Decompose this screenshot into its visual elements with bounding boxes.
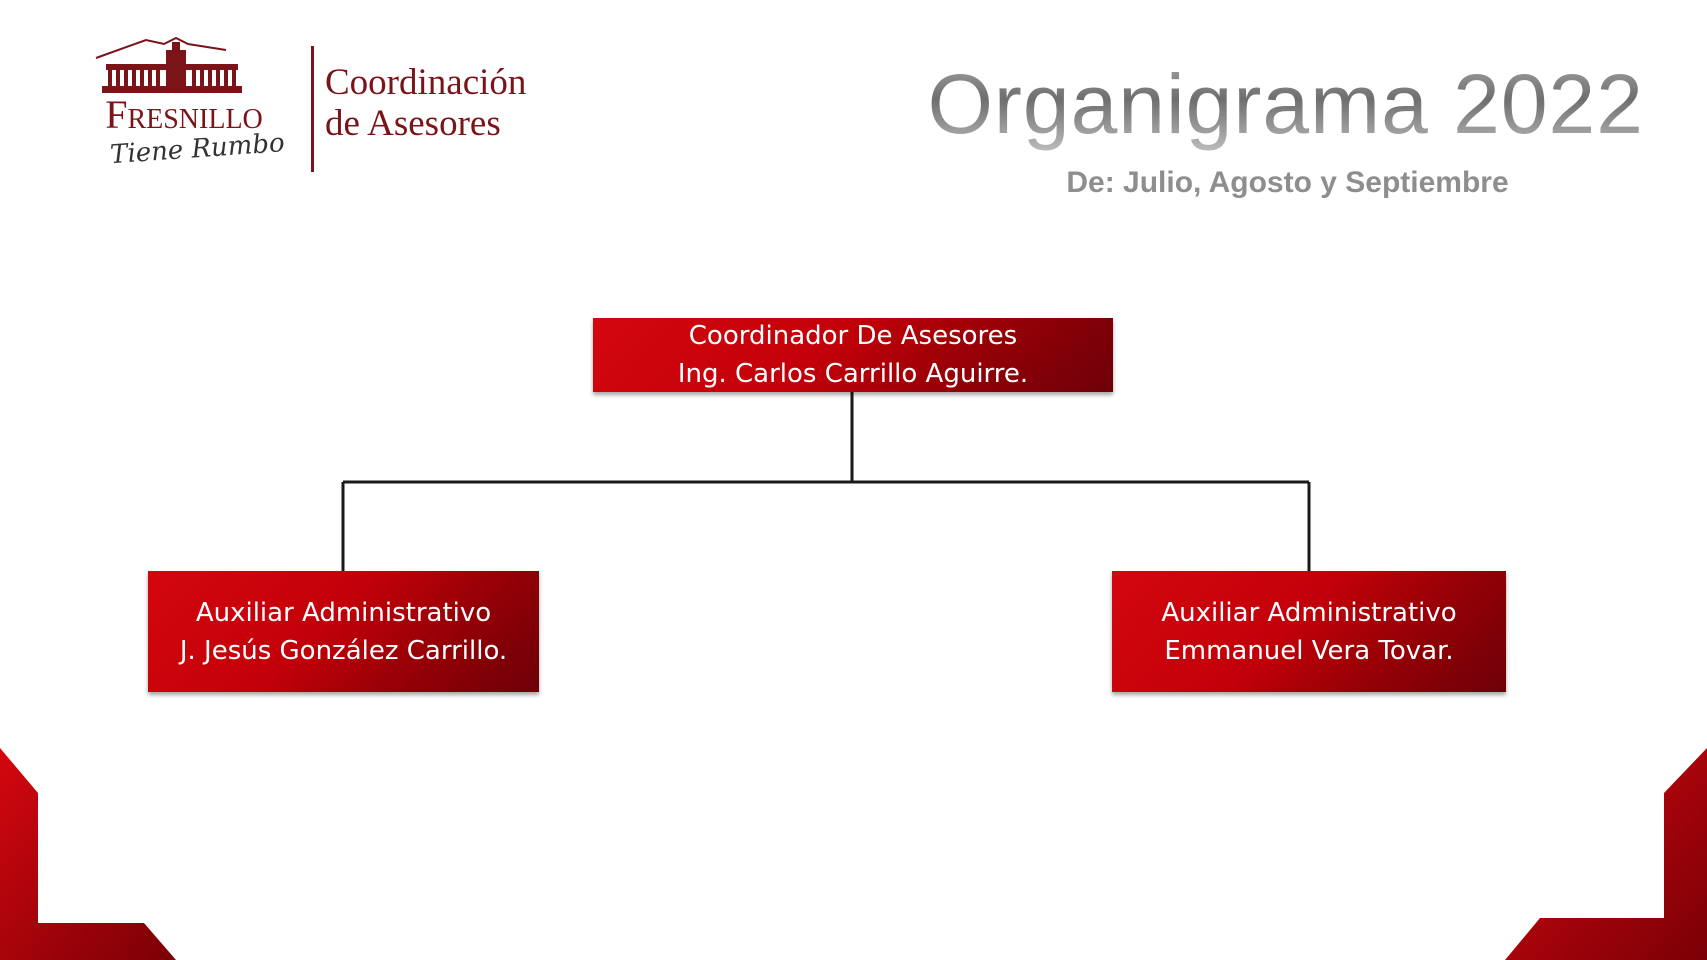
page-subtitle: De: Julio, Agosto y Septiembre [1066, 166, 1509, 199]
corner-right-shape [1505, 748, 1707, 960]
logo-name: Fresnillo [105, 92, 263, 137]
corner-left-shape [0, 748, 176, 960]
page-title: Organigrama 2022 [927, 57, 1644, 151]
node-position: Auxiliar Administrativo [195, 597, 492, 628]
org-node-assistant-2: Auxiliar Administrativo Emmanuel Vera To… [1112, 571, 1506, 692]
fresnillo-logo: Fresnillo Tiene Rumbo [76, 36, 296, 172]
org-node-coordinator: Coordinador De Asesores Ing. Carlos Carr… [593, 318, 1113, 392]
department-line-2: de Asesores [325, 103, 501, 144]
node-position: Coordinador De Asesores [688, 321, 1018, 351]
node-person-name: J. Jesús González Carrillo. [179, 635, 508, 666]
org-node-assistant-1: Auxiliar Administrativo J. Jesús Gonzále… [148, 571, 539, 692]
node-person-name: Ing. Carlos Carrillo Aguirre. [677, 359, 1029, 389]
department-name: Coordinación de Asesores [325, 62, 526, 144]
building-icon [95, 36, 242, 93]
node-person-name: Emmanuel Vera Tovar. [1164, 635, 1454, 666]
node-position: Auxiliar Administrativo [1161, 597, 1457, 628]
header-divider [311, 46, 314, 172]
department-line-1: Coordinación [325, 62, 527, 103]
